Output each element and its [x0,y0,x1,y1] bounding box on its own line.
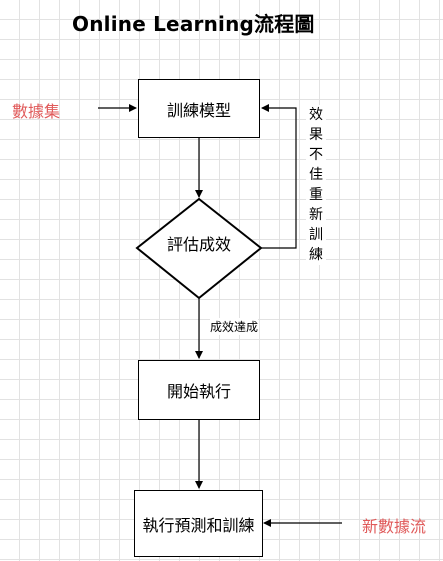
new-data-stream-label: 新數據流 [362,517,427,536]
retrain-edge-label: 效果不佳重新訓練 [306,105,326,265]
predict-train-node: 執行預測和訓練 [134,490,263,557]
dataset-label: 數據集 [12,102,61,121]
arrow-retrain-loop [261,104,297,249]
predict-train-label: 執行預測和訓練 [142,515,255,535]
achieved-edge-label: 成效達成 [210,318,259,335]
start-execute-node: 開始執行 [138,360,260,420]
evaluate-label: 評估成效 [166,235,231,254]
diagram-title: Online Learning流程圖 [72,12,315,36]
train-model-node: 訓練模型 [138,79,260,138]
start-execute-label: 開始執行 [166,382,231,401]
train-model-label: 訓練模型 [166,100,231,120]
